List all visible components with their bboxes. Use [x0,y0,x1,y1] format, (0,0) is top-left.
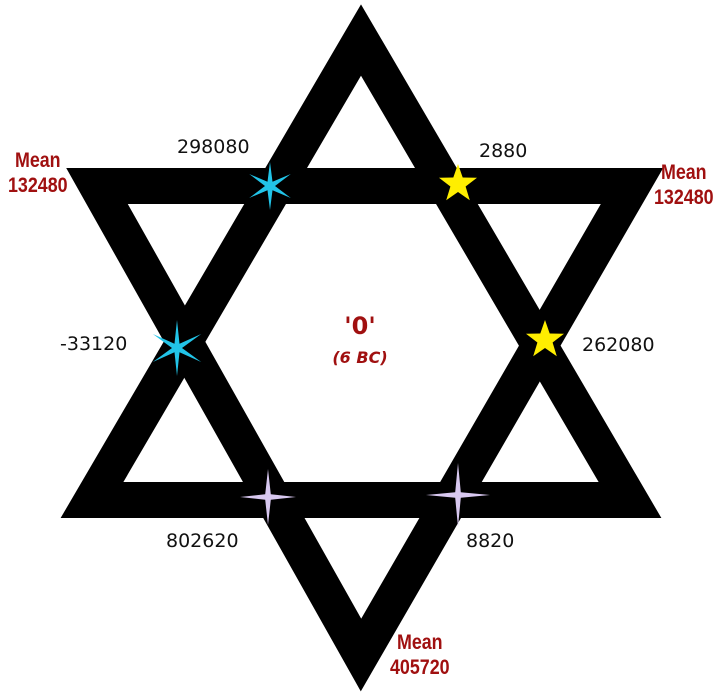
center-label: '0' [344,312,376,340]
mean-right: Mean 132480 [654,160,714,210]
mean-value: 132480 [654,186,714,209]
value-right: 262080 [582,334,655,356]
mean-left: Mean 132480 [8,148,68,198]
yellow-star-icon [439,164,477,201]
mean-value: 132480 [8,174,68,197]
mean-label: Mean [660,161,707,184]
value-left: -33120 [60,333,128,355]
mean-label: Mean [14,149,61,172]
mean-label: Mean [396,631,443,654]
yellow-star-icon [526,320,564,357]
value-bottom-right: 8820 [466,530,515,552]
upward-triangle [60,4,662,518]
mean-value: 405720 [390,656,450,679]
mean-bottom: Mean 405720 [390,630,450,680]
lavender-star-icon [240,469,296,525]
cyan-star-icon [152,320,202,376]
lavender-star-icon [426,463,490,527]
value-top-right: 2880 [479,140,528,162]
downward-triangle [66,168,664,692]
value-top-left: 298080 [177,136,250,158]
center-sublabel: (6 BC) [332,348,388,367]
cyan-star-icon [249,162,291,210]
value-bottom-left: 802620 [166,530,239,552]
